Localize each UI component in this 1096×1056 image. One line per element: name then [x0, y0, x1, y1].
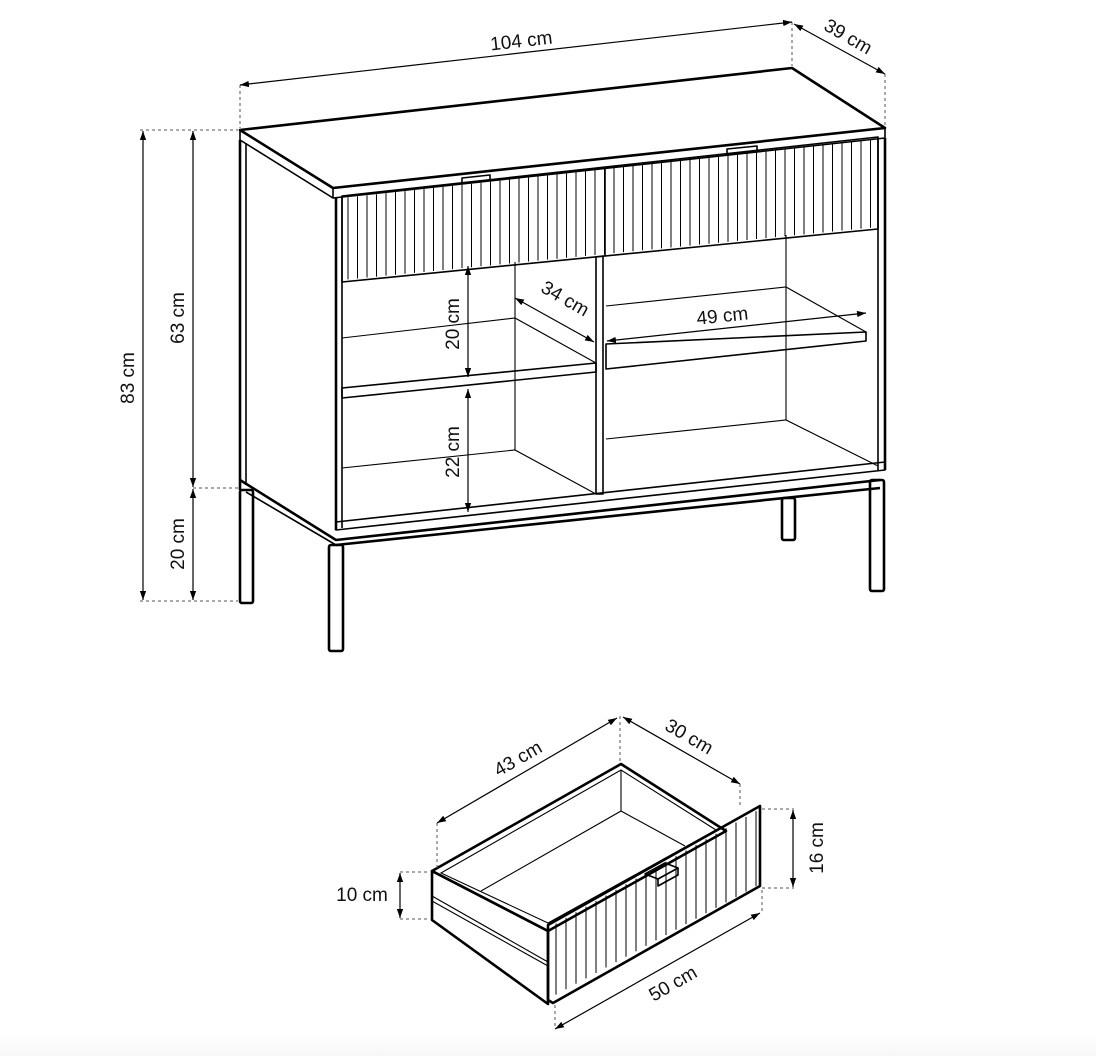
depth-label: 39 cm — [820, 15, 875, 59]
body-height-label: 63 cm — [168, 292, 189, 344]
drawer-dimensions: 43 cm 30 cm 10 cm 16 cm 50 cm — [336, 715, 828, 1030]
width-label: 104 cm — [489, 28, 553, 56]
open-compartments — [335, 235, 886, 531]
fluted-drawer-fronts — [341, 136, 879, 283]
lower-compartment-height-label: 22 cm — [443, 426, 464, 478]
drawer-depth-label: 30 cm — [661, 715, 716, 759]
total-height-label: 83 cm — [118, 352, 139, 404]
drawer-drawing: 43 cm 30 cm 10 cm 16 cm 50 cm — [336, 715, 828, 1030]
drawer-front-width-label: 50 cm — [646, 962, 701, 1006]
drawer-handle-left — [461, 174, 491, 184]
sideboard-drawing: 104 cm 39 cm 83 cm 63 cm 20 cm 20 cm 22 … — [118, 15, 887, 653]
drawer-side-height-label: 10 cm — [336, 885, 388, 906]
drawer-front-height-label: 16 cm — [807, 822, 828, 874]
drawer-length-label: 43 cm — [491, 737, 546, 781]
metal-frame-legs — [238, 478, 886, 653]
sideboard-dimensions: 104 cm 39 cm 83 cm 63 cm 20 cm 20 cm 22 … — [118, 15, 886, 602]
upper-compartment-height-label: 20 cm — [443, 298, 464, 350]
leg-height-label: 20 cm — [168, 518, 189, 570]
sideboard-top — [238, 66, 887, 190]
drawer-front-handle — [644, 862, 679, 880]
drawer-handle-right — [726, 145, 758, 155]
bottom-fade — [0, 1032, 1096, 1056]
shelf-width-label: 49 cm — [696, 303, 750, 329]
